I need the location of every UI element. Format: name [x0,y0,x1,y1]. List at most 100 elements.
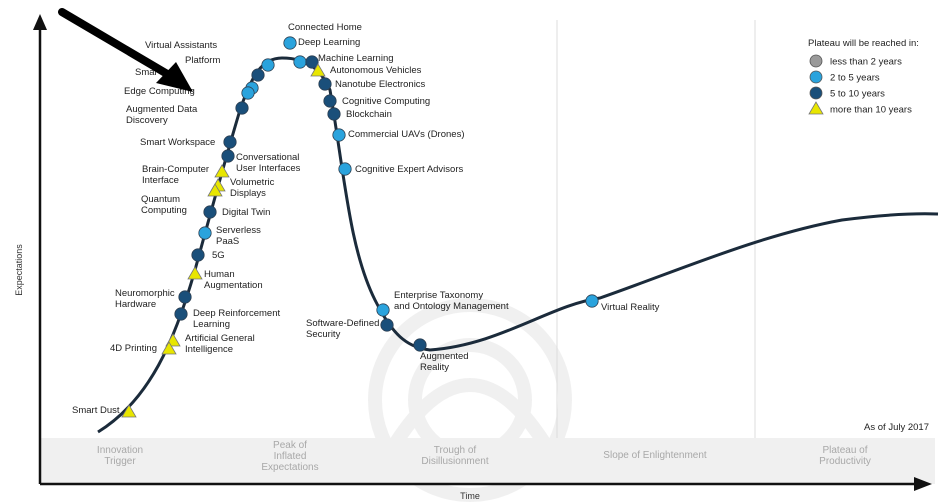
legend-label: 2 to 5 years [830,73,880,84]
pointer-arrow [58,8,193,92]
tech-label: Smart Workspace [140,137,215,148]
tech-label: 4D Printing [110,343,157,354]
phase-band [40,438,935,484]
marker-triangle-icon [187,266,203,280]
tech-label: Cognitive Expert Advisors [355,164,463,175]
tech-item-commercial-uavs-drones: Commercial UAVs (Drones) [332,128,464,142]
marker-circle-icon [235,101,249,115]
marker-triangle-icon [214,164,230,178]
tech-label: 5G [212,250,225,261]
marker-circle-icon [318,77,332,91]
legend-circle-icon [809,54,823,68]
marker-circle-icon [221,149,235,163]
legend-circle-icon [809,70,823,84]
marker-circle-icon [323,94,337,108]
tech-item-4d-printing: 4D Printing [110,341,177,355]
hype-curve [97,56,939,434]
legend-label: less than 2 years [830,57,902,68]
marker-circle-icon [338,162,352,176]
marker-circle-icon [585,294,599,308]
axes [33,14,932,491]
marker-circle-icon [261,58,275,72]
marker-triangle-icon [121,404,137,418]
legend-title: Plateau will be reached in: [808,38,919,49]
tech-label: Machine Learning [318,53,394,64]
y-axis-label: Expectations [14,244,24,296]
marker-circle-icon [376,303,390,317]
marker-triangle-icon [207,183,223,197]
legend-item-more-than-10-years: more than 10 years [808,101,912,116]
legend: Plateau will be reached in: less than 2 … [808,38,919,116]
tech-item-5g: 5G [191,248,225,262]
tech-item-smart-dust: Smart Dust [72,404,137,418]
tech-label: Platform [185,55,220,66]
legend-item-5-to-10-years: 5 to 10 years [809,86,885,100]
marker-circle-icon [223,135,237,149]
marker-circle-icon [380,318,394,332]
tech-item-blockchain: Blockchain [327,107,392,121]
marker-triangle-icon [310,63,326,77]
marker-circle-icon [332,128,346,142]
marker-circle-icon [251,68,265,82]
marker-circle-icon [327,107,341,121]
marker-circle-icon [293,55,307,69]
marker-circle-icon [241,86,255,100]
marker-circle-icon [191,248,205,262]
marker-circle-icon [203,205,217,219]
x-axis-label: Time [460,491,480,501]
tech-item-digital-twin: Digital Twin [203,205,270,219]
tech-label: Connected Home [288,22,362,33]
tech-label: Deep Learning [298,37,360,48]
tech-label: Cognitive Computing [342,96,430,107]
marker-triangle-icon [161,341,177,355]
tech-item-virtual-reality: Virtual Reality [585,294,660,313]
tech-label: Smart Dust [72,405,120,416]
marker-circle-icon [413,338,427,352]
legend-item-2-to-5-years: 2 to 5 years [809,70,880,84]
tech-label: Nanotube Electronics [335,79,426,90]
tech-item-edge-computing: Edge Computing [124,86,255,100]
tech-label: Autonomous Vehicles [330,65,422,76]
as-of-date: As of July 2017 [864,422,929,433]
legend-label: 5 to 10 years [830,89,885,100]
marker-circle-icon [174,307,188,321]
marker-circle-icon [283,36,297,50]
tech-item-cognitive-expert-advisors: Cognitive Expert Advisors [338,162,463,176]
marker-circle-icon [178,290,192,304]
tech-item-autonomous-vehicles: Autonomous Vehicles [310,63,422,77]
legend-label: more than 10 years [830,105,912,116]
legend-item-less-than-2-years: less than 2 years [809,54,902,68]
tech-label: Virtual Reality [601,302,660,313]
tech-item-smart-workspace: Smart Workspace [140,135,237,149]
tech-item-platform: Platform [185,55,265,82]
tech-item-cognitive-computing: Cognitive Computing [323,94,430,108]
tech-label: Virtual Assistants [145,40,217,51]
tech-item-nanotube-electronics: Nanotube Electronics [318,77,426,91]
